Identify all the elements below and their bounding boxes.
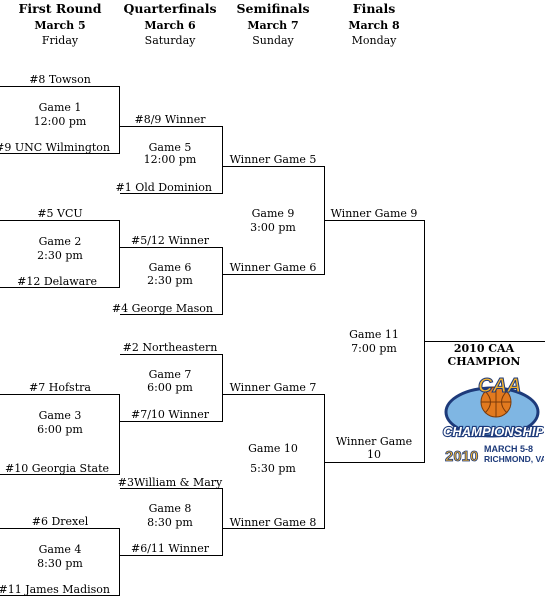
bracket-line <box>120 126 222 127</box>
bracket-line <box>222 166 324 167</box>
game-label: Game 2 <box>38 235 82 248</box>
bracket-line <box>222 394 324 395</box>
game-time: 7:00 pm <box>351 342 397 355</box>
team-bottom: #1 Old Dominion <box>115 181 213 194</box>
round-date: March 6 <box>144 19 196 32</box>
team-top: Winner Game 5 <box>229 153 317 166</box>
bracket-line <box>120 354 222 355</box>
team-bottom: #12 Delaware <box>17 275 97 288</box>
round-date: March 7 <box>247 19 299 32</box>
logo-caa-text: CAA <box>478 375 521 397</box>
bracket-line <box>120 555 223 556</box>
game-label: Game 1 <box>38 101 82 114</box>
game-label: Game 6 <box>148 261 192 274</box>
team-top: #8/9 Winner <box>134 113 206 126</box>
game-label: Game 9 <box>251 207 295 220</box>
game-label: Game 10 <box>248 442 298 455</box>
team-bottom-line2: 10 <box>367 448 381 461</box>
bracket-line <box>0 394 119 395</box>
round-day: Monday <box>351 34 397 47</box>
logo-dates: MARCH 5-8 <box>484 444 533 454</box>
game-time: 6:00 pm <box>147 381 193 394</box>
team-top: #3William & Mary <box>117 476 223 489</box>
bracket-line <box>120 488 222 489</box>
bracket-line <box>222 354 223 421</box>
team-bottom: #11 James Madison <box>0 583 110 596</box>
team-top: Winner Game 7 <box>229 381 317 394</box>
logo-banner-text: CHAMPIONSHIP <box>443 424 544 439</box>
team-bottom: Winner Game <box>335 435 413 448</box>
team-bottom: #9 UNC Wilmington <box>0 141 110 154</box>
round-title: First Round <box>18 1 102 16</box>
bracket-line <box>0 474 120 475</box>
team-bottom: Winner Game 6 <box>229 261 317 274</box>
game-time: 5:30 pm <box>250 462 296 475</box>
game-label: Game 8 <box>148 502 192 515</box>
game-time: 3:00 pm <box>250 221 296 234</box>
team-bottom: #6/11 Winner <box>131 542 209 555</box>
game-label: Game 5 <box>148 141 192 154</box>
bracket-line <box>0 86 119 87</box>
bracket-line <box>222 126 223 193</box>
logo-city: RICHMOND, VA <box>484 454 544 464</box>
game-time: 2:30 pm <box>37 249 83 262</box>
team-top: #5/12 Winner <box>131 234 209 247</box>
bracket-line <box>324 220 424 221</box>
bracket-line <box>222 528 325 529</box>
team-top: Winner Game 9 <box>330 207 418 220</box>
game-time: 2:30 pm <box>147 274 193 287</box>
bracket-line <box>324 394 325 528</box>
champion-title: 2010 CAA <box>453 342 515 355</box>
team-top: #5 VCU <box>37 207 83 220</box>
team-bottom: #7/10 Winner <box>131 408 209 421</box>
team-top: #6 Drexel <box>31 515 89 528</box>
game-time: 12:00 pm <box>33 115 87 128</box>
round-date: March 5 <box>34 19 86 32</box>
round-day: Friday <box>41 34 79 47</box>
game-label: Game 11 <box>349 328 399 341</box>
game-time: 8:30 pm <box>37 557 83 570</box>
team-bottom: #10 Georgia State <box>5 462 109 475</box>
team-bottom: Winner Game 8 <box>229 516 317 529</box>
bracket-line <box>0 528 119 529</box>
game-label: Game 4 <box>38 543 82 556</box>
champion-subtitle: CHAMPION <box>447 355 521 368</box>
game-time: 6:00 pm <box>37 423 83 436</box>
round-day: Sunday <box>252 34 294 47</box>
bracket-line <box>119 528 120 595</box>
bracket-line <box>119 220 120 287</box>
bracket-line <box>120 314 223 315</box>
bracket-line <box>324 462 425 463</box>
bracket-line <box>120 247 222 248</box>
game-label: Game 3 <box>38 409 82 422</box>
round-title: Semifinals <box>236 1 310 16</box>
logo-year: 2010 <box>445 448 478 465</box>
game-label: Game 7 <box>148 368 192 381</box>
game-time: 8:30 pm <box>147 516 193 529</box>
bracket-line <box>222 274 325 275</box>
team-top: #2 Northeastern <box>122 341 218 354</box>
bracket-line <box>0 220 119 221</box>
bracket-line <box>119 86 120 153</box>
bracket-line <box>0 153 120 154</box>
bracket-line <box>222 488 223 555</box>
caa-logo-graphic: CAA CHAMPIONSHIP 2010 MARCH 5-8 RICHMOND… <box>442 375 545 466</box>
round-day: Saturday <box>144 34 196 47</box>
bracket-line <box>120 421 223 422</box>
team-bottom: #4 George Mason <box>111 302 213 315</box>
bracket-line <box>119 394 120 474</box>
champion-line <box>424 341 545 342</box>
round-title: Quarterfinals <box>123 1 217 16</box>
game-time: 12:00 pm <box>143 153 197 166</box>
bracket-line <box>0 595 120 596</box>
bracket-line <box>120 193 223 194</box>
round-title: Finals <box>352 1 396 16</box>
bracket-line <box>222 247 223 314</box>
team-top: #8 Towson <box>29 73 91 86</box>
round-date: March 8 <box>348 19 400 32</box>
caa-championship-logo: CAA CHAMPIONSHIP 2010 MARCH 5-8 RICHMOND… <box>440 372 545 468</box>
basketball-seams <box>481 387 511 417</box>
bracket-line <box>0 287 120 288</box>
team-top: #7 Hofstra <box>29 381 91 394</box>
